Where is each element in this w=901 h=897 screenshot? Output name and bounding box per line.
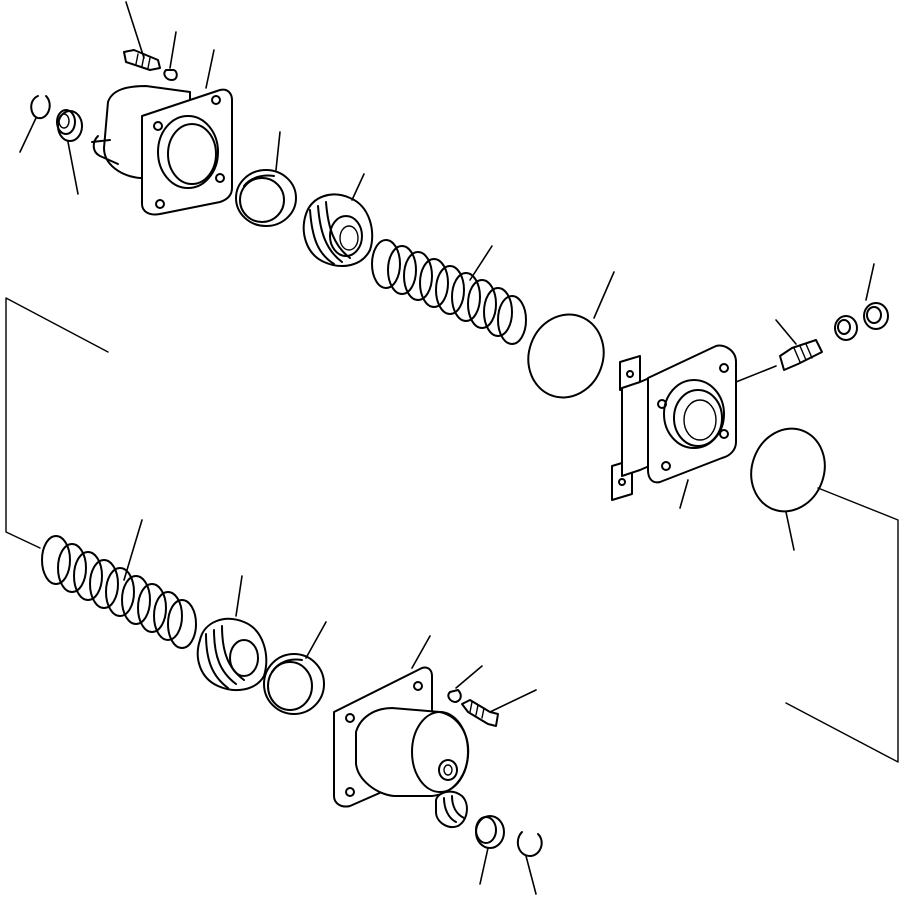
snap-ring-bottom <box>516 831 543 895</box>
spring-bottom <box>41 519 197 649</box>
washer-bottom <box>447 665 483 703</box>
cap-top <box>56 109 83 195</box>
piston-bottom <box>196 575 268 692</box>
washer-top <box>163 31 178 81</box>
assembly-boundary-lines <box>5 297 899 763</box>
cap-bottom <box>475 815 505 885</box>
housing-top <box>91 49 233 216</box>
valve-body-center <box>611 344 777 509</box>
fitting-right <box>775 319 823 371</box>
housing-bottom <box>333 635 470 828</box>
bolt-top <box>123 1 161 71</box>
snap-ring-top <box>19 95 51 153</box>
piston-top <box>302 173 374 267</box>
sleeve-ring-bottom <box>263 621 327 715</box>
spring-top <box>371 239 527 345</box>
o-ring-top <box>527 271 615 399</box>
sleeve-ring-top <box>235 131 297 227</box>
bolt-bottom <box>461 689 537 727</box>
o-ring-right <box>750 427 826 551</box>
small-parts-right <box>834 263 889 341</box>
